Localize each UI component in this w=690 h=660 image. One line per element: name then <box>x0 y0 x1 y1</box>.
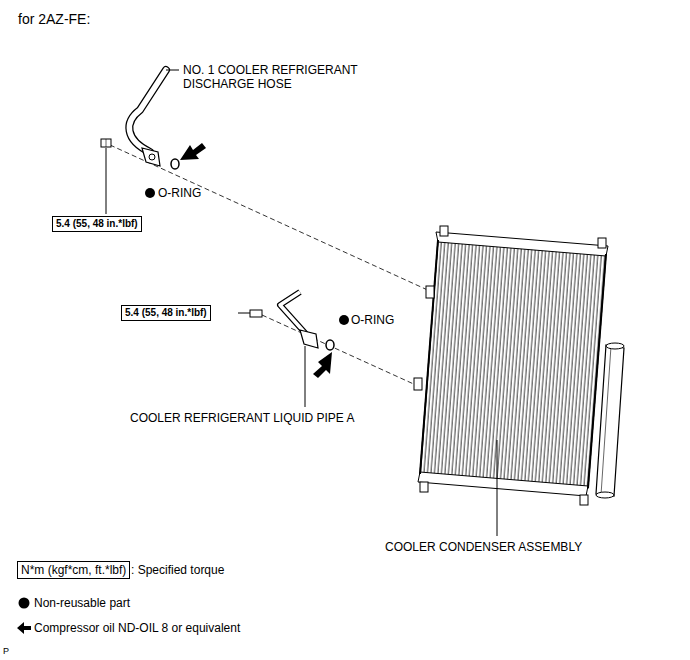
part-name: O-RING <box>351 313 394 327</box>
condenser-drawing <box>414 226 624 505</box>
legend-arrow-symbol <box>17 622 31 634</box>
torque-value: 5.4 (55, 48 in.*lbf) <box>125 307 207 319</box>
legend-text: Compressor oil ND-OIL 8 or equivalent <box>34 621 240 635</box>
torque-value: 5.4 (55, 48 in.*lbf) <box>56 218 138 230</box>
legend-text: Non-reusable part <box>34 596 130 610</box>
torque-value: N*m (kgf*cm, ft.*lbf) <box>21 563 126 577</box>
figure-code: P <box>3 646 9 657</box>
liquid-pipe-drawing <box>250 292 334 378</box>
legend-dot-symbol <box>19 598 30 609</box>
torque-spec-box: 5.4 (55, 48 in.*lbf) <box>52 216 142 232</box>
legend-text: : Specified torque <box>131 563 224 577</box>
torque-spec-box: 5.4 (55, 48 in.*lbf) <box>121 305 211 321</box>
alignment-line <box>110 145 432 292</box>
alignment-line <box>262 315 418 386</box>
part-name: COOLER CONDENSER ASSEMBLY <box>385 540 582 554</box>
leader-line <box>497 440 498 536</box>
non-reusable-mark <box>339 315 349 325</box>
part-name: O-RING <box>158 186 201 200</box>
leader-line <box>238 313 250 314</box>
part-name: COOLER REFRIGERANT LIQUID PIPE A <box>130 411 355 425</box>
part-name: NO. 1 COOLER REFRIGERANT DISCHARGE HOSE <box>183 63 388 91</box>
leader-line <box>106 148 107 214</box>
non-reusable-mark <box>145 188 155 198</box>
legend-torque-box: N*m (kgf*cm, ft.*lbf) <box>17 561 130 579</box>
diagram-title: for 2AZ-FE: <box>18 11 90 27</box>
leader-line <box>305 346 306 407</box>
leader-line <box>166 70 179 71</box>
